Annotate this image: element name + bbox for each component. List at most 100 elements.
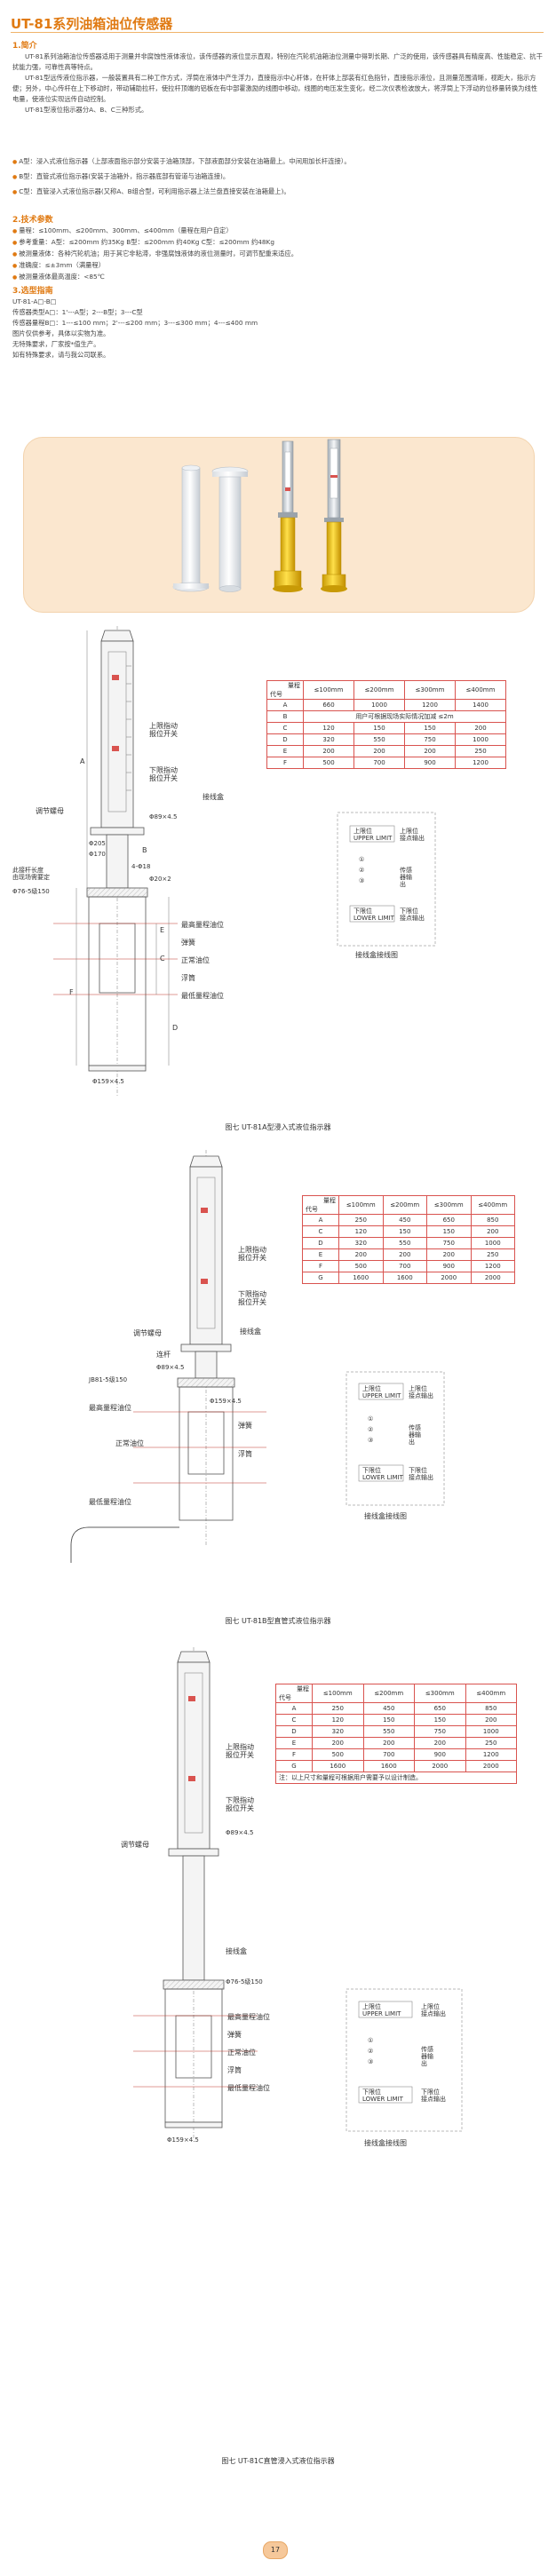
label-wiring-b: 接线盒接线图	[364, 1511, 407, 1520]
dim-e: E	[160, 926, 164, 934]
page-title: UT-81系列油箱油位传感器	[11, 16, 173, 32]
rod-housing	[195, 1351, 218, 1379]
label-bolt-holes: 4-Φ18	[131, 863, 150, 870]
svg-text:①: ①	[368, 2037, 373, 2044]
intro-paragraph-2: UT-81型远传液位指示器，一般装置具有二种工作方式，浮筒在液体中产生浮力，直接…	[12, 74, 538, 103]
diagram-ut81c: 上限指动报位开关 下限指动报位开关 调节螺母 Φ89×4.5 Φ76-5级150…	[121, 1647, 463, 2147]
scale-tube	[177, 1661, 210, 1850]
spec-range: 量程：≤100mm、≤200mm、300mm、≤400mm（量程在用户自定）	[12, 226, 544, 237]
dim-d: D	[172, 1024, 178, 1032]
svg-text:传感器输出: 传感器输出	[421, 2045, 433, 2067]
label-wiring-c: 接线盒接线图	[364, 2138, 407, 2147]
selection-type: 传感器类型A□：1'---A型；2---B型；3---C型	[12, 308, 143, 316]
label-upper-switch: 上限指动报位开关	[226, 1742, 254, 1759]
label-flange: JB81-5级150	[88, 1375, 127, 1383]
pointer-lower	[112, 746, 119, 751]
label-spring: 弹簧	[181, 938, 195, 947]
dim-b: B	[142, 846, 147, 854]
float	[99, 923, 136, 994]
diagram-ut81a: A F C D E B 上限指动报位开关 下限指动报位开关 调节螺母 Φ89×4…	[12, 626, 436, 1097]
selection-list: UT-81-A□-B□ 传感器类型A□：1'---A型；2---B型；3---C…	[12, 297, 544, 361]
scale-tube	[189, 1166, 223, 1345]
type-a: A型：浸入式液位指示器（上部液面指示部分安装于油箱顶部，下部液面部分安装在油箱最…	[12, 156, 544, 168]
pointer-upper	[201, 1208, 208, 1213]
spec-medium: 被测量液体：各种汽轮机油；用于其它非粘滞，非强腐蚀液体的液位测量时，可调节配重来…	[12, 249, 544, 260]
svg-text:UPPER LIMIT: UPPER LIMIT	[362, 1392, 401, 1399]
label-normal-oil: 正常油位	[181, 955, 210, 964]
label-wiring-a: 接线盒接线图	[355, 950, 398, 959]
label-junction-box: 接线盒	[226, 1946, 247, 1955]
svg-text:传感器输出: 传感器输出	[409, 1423, 421, 1446]
top-cap	[189, 1155, 223, 1168]
scale-ticks	[126, 665, 131, 791]
svg-text:LOWER LIMIT: LOWER LIMIT	[362, 1474, 404, 1481]
upper-flange	[168, 1848, 219, 1857]
scale-window	[184, 1672, 203, 1834]
label-float: 浮筒	[227, 2065, 242, 2074]
label-float: 浮筒	[238, 1449, 252, 1458]
diagram-ut81b: 上限指动报位开关 下限指动报位开关 调节螺母 连杆 Φ89×4.5 JB81-5…	[70, 1150, 445, 1563]
svg-text:③: ③	[368, 2058, 373, 2065]
label-phi-170: Φ170	[89, 851, 106, 858]
pointer-lower	[188, 1776, 195, 1781]
table-note-row: 注：以上尺寸和量程可根据用户需要予以设计制造。	[275, 1771, 517, 1784]
label-phi-89: Φ89×4.5	[149, 813, 177, 820]
svg-text:UPPER LIMIT: UPPER LIMIT	[362, 2010, 401, 2017]
rod-housing	[182, 1855, 205, 1981]
page-number: 17	[263, 2541, 288, 2559]
top-cap	[177, 1651, 210, 1663]
spec-temperature: 被测量液体最高温度：<85℃	[12, 272, 544, 283]
selection-range: 传感器量程B□：1---≤100 mm；2'---≤200 mm；3---≤30…	[12, 319, 258, 327]
upper-flange	[180, 1343, 232, 1352]
label-min-oil: 最低量程油位	[89, 1497, 131, 1506]
svg-text:下限位接点输出: 下限位接点输出	[400, 907, 425, 922]
table-corner: 量程 代号	[266, 680, 304, 700]
label-adjust-nut: 调节螺母	[36, 806, 64, 815]
wiring-diagram-b: 上限位 UPPER LIMIT 上限位接点输出 ① ② ③ 传感器输出 下限位 …	[346, 1371, 445, 1520]
label-junction-box: 接线盒	[240, 1327, 261, 1336]
label-spring: 弹簧	[238, 1421, 252, 1430]
pointer-lower	[201, 1279, 208, 1284]
svg-text:上限位接点输出: 上限位接点输出	[421, 2002, 446, 2017]
table-note: 注：以上尺寸和量程可根据用户需要予以设计制造。	[275, 1771, 517, 1784]
selection-note-1: 图片仅供参考，具体以实物为准。	[12, 329, 110, 337]
label-lower-switch: 下限指动报位开关	[226, 1795, 254, 1812]
label-extension: 此接杆长度由现场需要定	[12, 866, 50, 881]
intro-text: UT-81系列油箱油位传感器适用于测量并非腐蚀性液体液位，该传感器的液位显示直观…	[12, 52, 544, 115]
product-white-sensor-2	[211, 466, 249, 592]
wiring-diagram-a: 上限位 UPPER LIMIT 上限位接点输出 ① ② ③ 传感器输出 下限位 …	[337, 812, 436, 959]
bottom-cap	[88, 1065, 147, 1072]
top-cap	[100, 630, 134, 642]
svg-text:②: ②	[368, 1426, 373, 1433]
label-phi-89: Φ89×4.5	[156, 1364, 184, 1371]
label-upper-switch: 上限指动报位开关	[238, 1245, 266, 1262]
section-selection-head: 3.选型指南	[12, 287, 53, 296]
label-flange: Φ76-5级150	[12, 887, 50, 895]
scale-window	[107, 651, 127, 812]
svg-text:下限位: 下限位	[353, 907, 372, 915]
selection-model: UT-81-A□-B□	[12, 297, 57, 305]
label-adjust-nut: 调节螺母	[121, 1840, 149, 1849]
label-spring: 弹簧	[227, 2030, 242, 2039]
selection-note-3: 如有特殊要求，请与我公司联系。	[12, 351, 110, 359]
section-intro-head: 1.简介	[12, 42, 37, 51]
dim-f: F	[69, 988, 74, 996]
product-white-sensor-1	[172, 464, 210, 592]
pointer-upper	[188, 1696, 195, 1701]
